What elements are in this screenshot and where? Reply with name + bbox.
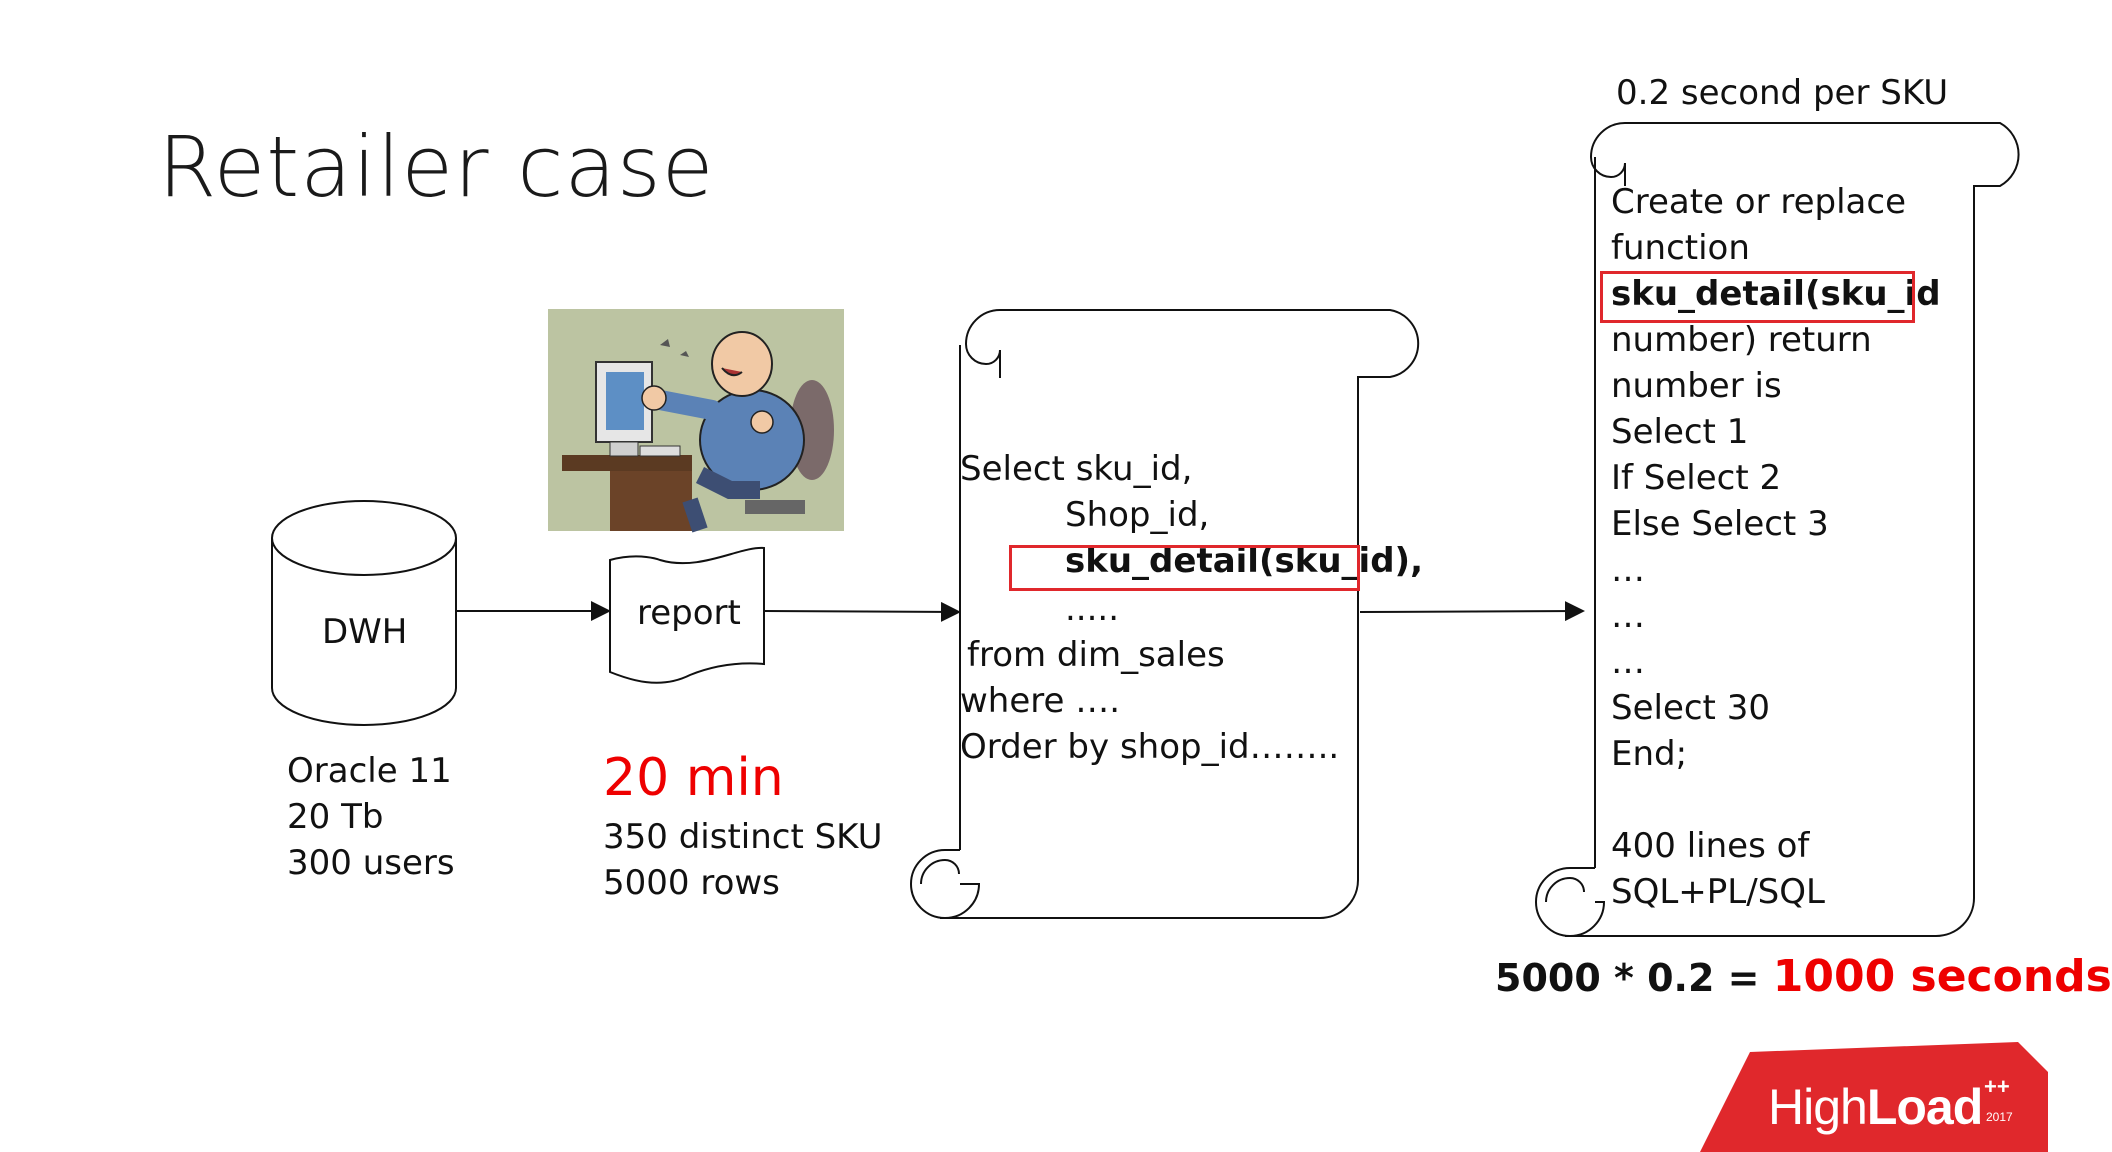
function-line-4: number is (1611, 366, 1782, 406)
query-line-6: Order by shop_id…….. (960, 727, 1340, 767)
function-line-7: Else Select 3 (1611, 504, 1829, 544)
function-line-2: sku_detail(sku_id (1611, 274, 1941, 314)
query-line-3: ..... (1065, 589, 1120, 629)
query-line-5: where …. (960, 681, 1121, 721)
dwh-detail-1: 20 Tb (287, 797, 384, 837)
dwh-label: DWH (322, 612, 408, 652)
report-detail-0: 350 distinct SKU (603, 817, 883, 857)
formula-result: 1000 seconds (1772, 951, 2112, 1002)
query-line-4: from dim_sales (967, 635, 1225, 675)
query-line-1: Shop_id, (1065, 495, 1210, 535)
report-time: 20 min (603, 748, 784, 808)
formula: 5000 * 0.2 = 1000 seconds (1495, 952, 2112, 1003)
dwh-detail-0: Oracle 11 (287, 751, 452, 791)
arrow-query-to-function (1359, 601, 1585, 622)
highload-logo-text: HighLoad (1768, 1078, 1983, 1136)
logo-text-bold: Load (1866, 1079, 1983, 1135)
formula-left: 5000 * 0.2 = (1495, 956, 1773, 1000)
query-line-0: Select sku_id, (960, 449, 1193, 489)
slide-title: Retailer case (158, 118, 715, 216)
dwh-cylinder (271, 500, 457, 726)
function-scroll-shape (1535, 122, 2020, 938)
dwh-detail-2: 300 users (287, 843, 455, 883)
angry-user-illustration (548, 309, 844, 533)
query-scroll-shape (910, 309, 1420, 920)
report-document-shape (609, 546, 765, 684)
arrow-report-to-query (763, 601, 961, 622)
function-line-0: Create or replace (1611, 182, 1906, 222)
diagram-canvas (271, 122, 2048, 1152)
function-line-14: 400 lines of (1611, 826, 1810, 866)
report-detail-1: 5000 rows (603, 863, 780, 903)
logo-text-light: High (1768, 1079, 1868, 1135)
highload-logo-shape (1700, 1042, 2048, 1152)
function-header: 0.2 second per SKU (1616, 73, 1949, 113)
function-highlight-box (1600, 271, 1915, 323)
function-line-15: SQL+PL/SQL (1611, 872, 1825, 912)
function-line-12: End; (1611, 734, 1688, 774)
report-label: report (637, 593, 741, 633)
function-line-9: … (1611, 596, 1645, 636)
function-line-11: Select 30 (1611, 688, 1770, 728)
logo-superscript: ++ (1984, 1074, 2010, 1099)
logo-year: 2017 (1986, 1110, 2013, 1124)
query-highlight-box (1009, 545, 1360, 591)
function-line-1: function (1611, 228, 1750, 268)
function-line-6: If Select 2 (1611, 458, 1782, 498)
function-line-8: … (1611, 550, 1645, 590)
function-line-10: … (1611, 642, 1645, 682)
function-line-5: Select 1 (1611, 412, 1749, 452)
function-line-3: number) return (1611, 320, 1872, 360)
